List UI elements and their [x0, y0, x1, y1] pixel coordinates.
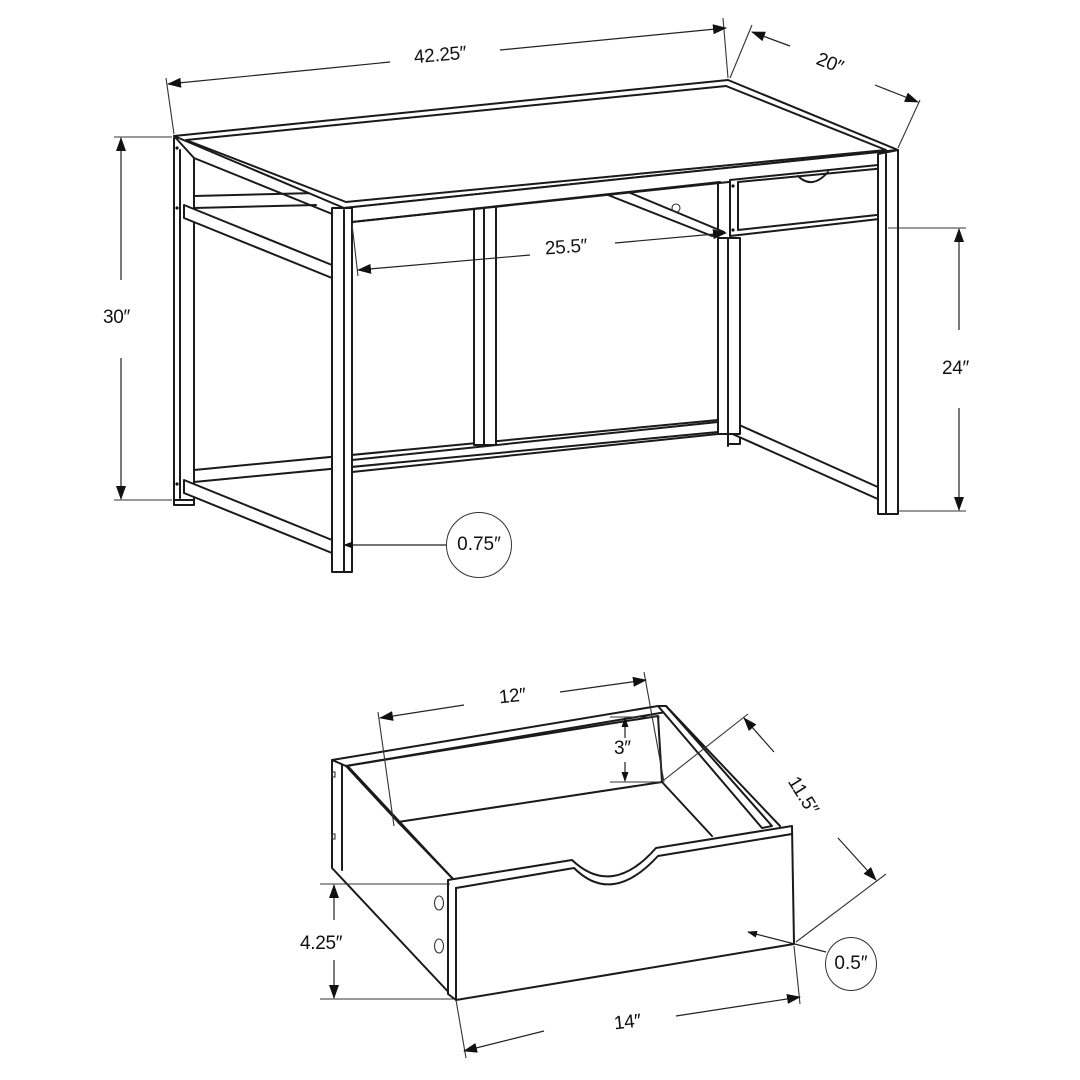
drawer-interior-height-label: 3″ — [614, 738, 631, 759]
drawer-front-width-label: 14″ — [612, 1010, 642, 1035]
drawer-drawing — [331, 705, 795, 1001]
knee-clearance-width-label: 25.5″ — [544, 235, 588, 260]
desk-height-label: 30″ — [103, 307, 130, 328]
drawer-front-height-label: 4.25″ — [300, 933, 343, 954]
drawer-interior-width-label: 12″ — [497, 684, 527, 709]
knee-clearance-height-label: 24″ — [942, 358, 969, 379]
front-thickness-label: 0.5″ — [834, 953, 868, 974]
frame-tube-label: 0.75″ — [457, 534, 501, 555]
desk-drawing — [173, 79, 899, 573]
front-thickness-callout: 0.5″ — [825, 937, 877, 991]
desk-width-label: 42.25″ — [413, 42, 468, 69]
desk-dimension-lines — [114, 17, 966, 549]
frame-tube-callout: 0.75″ — [446, 512, 512, 578]
drawer-dimension-lines — [320, 671, 887, 1059]
